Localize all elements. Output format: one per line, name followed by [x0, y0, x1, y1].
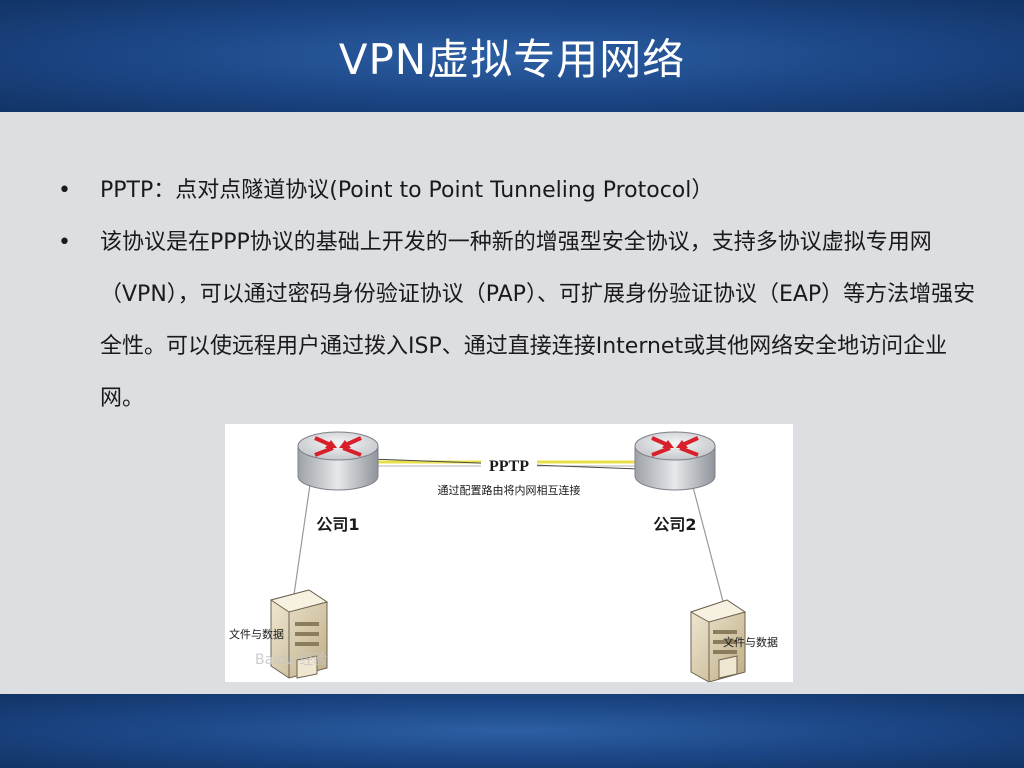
- tunnel-label: PPTP: [489, 458, 529, 475]
- title-bar: VPN虚拟专用网络: [0, 0, 1024, 112]
- server-right-icon: [689, 599, 747, 682]
- router-left-icon: [297, 431, 379, 491]
- router-right-icon: [634, 431, 716, 491]
- left-site-label: 公司1: [316, 515, 359, 534]
- vpn-diagram: PPTP 通过配置路由将内网相互连接 公司1: [225, 424, 793, 682]
- watermark: Baidu 经验: [255, 652, 327, 668]
- server-left-icon: [269, 589, 329, 679]
- bullet-icon: •: [58, 230, 71, 255]
- bullet-text: 该协议是在PPP协议的基础上开发的一种新的增强型安全协议，支持多协议虚拟专用网（…: [100, 230, 976, 411]
- bullet-list: • PPTP：点对点隧道协议(Point to Point Tunneling …: [58, 165, 978, 425]
- right-server-label: 文件与数据: [723, 635, 778, 649]
- bullet-text: PPTP：点对点隧道协议(Point to Point Tunneling Pr…: [100, 178, 714, 203]
- bullet-icon: •: [58, 178, 71, 203]
- bullet-item-pptp: • PPTP：点对点隧道协议(Point to Point Tunneling …: [58, 165, 978, 217]
- slide-title: VPN虚拟专用网络: [338, 34, 686, 84]
- pptp-tunnel: [342, 455, 666, 475]
- footer-bar: [0, 694, 1024, 768]
- tunnel-caption: 通过配置路由将内网相互连接: [438, 483, 581, 497]
- bullet-item-description: • 该协议是在PPP协议的基础上开发的一种新的增强型安全协议，支持多协议虚拟专用…: [58, 217, 978, 425]
- left-server-label: 文件与数据: [229, 627, 284, 641]
- right-site-label: 公司2: [653, 515, 696, 534]
